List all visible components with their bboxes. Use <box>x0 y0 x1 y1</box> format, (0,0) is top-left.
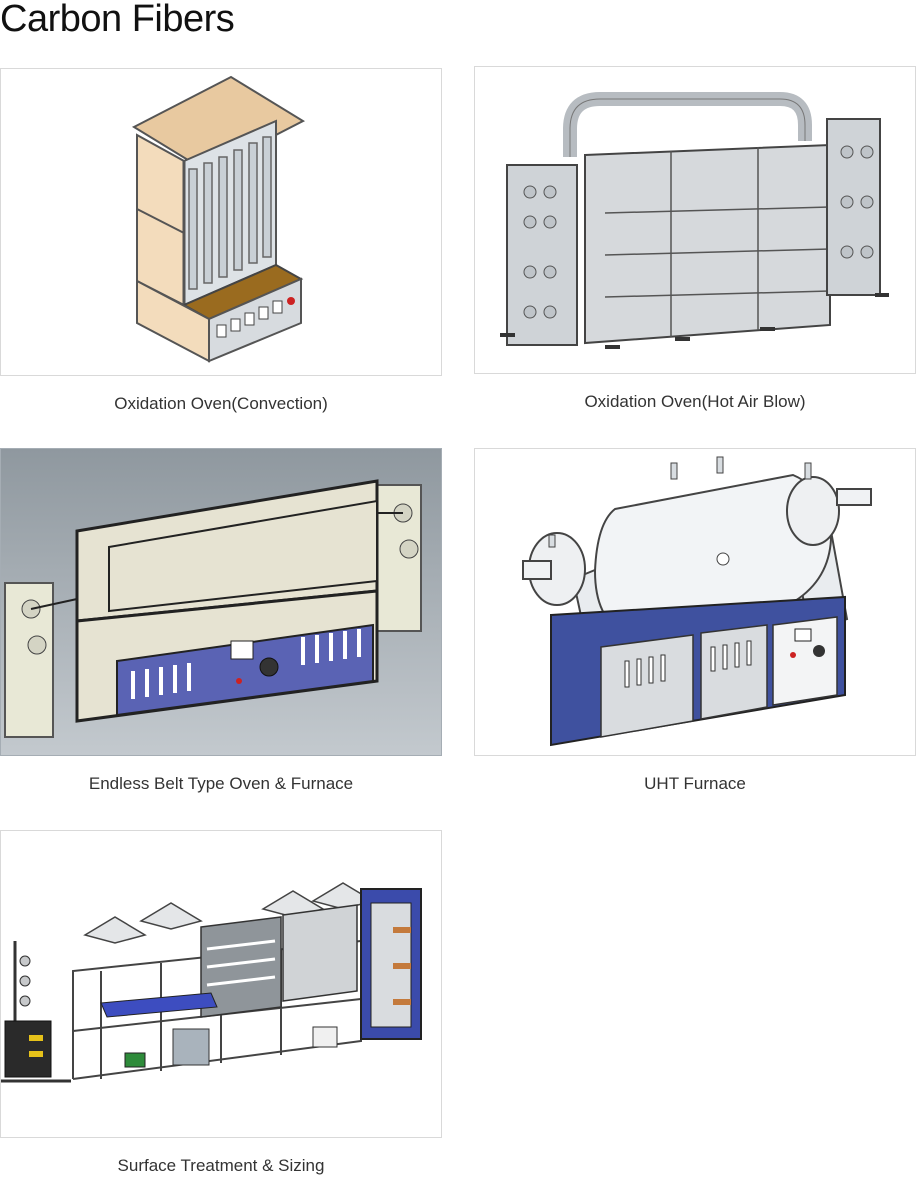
endless-belt-oven-illustration <box>1 449 441 755</box>
surface-treatment-sizing-illustration <box>1 882 422 1083</box>
product-card-oxidation-oven-convection[interactable]: Oxidation Oven(Convection) <box>0 68 442 415</box>
product-card-oxidation-oven-hot-air-blow[interactable]: Oxidation Oven(Hot Air Blow) <box>474 66 916 413</box>
product-image-uht-furnace[interactable] <box>474 448 916 756</box>
product-caption[interactable]: Oxidation Oven(Hot Air Blow) <box>584 392 806 411</box>
product-caption[interactable]: Endless Belt Type Oven & Furnace <box>88 774 354 793</box>
product-card-endless-belt-type-oven-furnace[interactable]: Endless Belt Type Oven & Furnace <box>0 448 442 795</box>
oxidation-oven-convection-illustration <box>131 75 306 363</box>
product-caption[interactable]: UHT Furnace <box>644 774 746 793</box>
product-image-surface-treatment-sizing[interactable] <box>0 830 442 1138</box>
page-title: Carbon Fibers <box>0 0 235 40</box>
product-caption[interactable]: Surface Treatment & Sizing <box>117 1156 325 1175</box>
product-card-uht-furnace[interactable]: UHT Furnace <box>474 448 916 795</box>
product-image-oxidation-oven-convection[interactable] <box>0 68 442 376</box>
uht-furnace-illustration <box>522 456 872 747</box>
product-caption[interactable]: Oxidation Oven(Convection) <box>114 394 328 413</box>
product-image-oxidation-oven-hot-air-blow[interactable] <box>474 66 916 374</box>
product-image-endless-belt-type-oven-furnace[interactable] <box>0 448 442 756</box>
oxidation-oven-hot-air-blow-illustration <box>500 92 889 349</box>
product-card-surface-treatment-sizing[interactable]: Surface Treatment & Sizing <box>0 830 442 1177</box>
